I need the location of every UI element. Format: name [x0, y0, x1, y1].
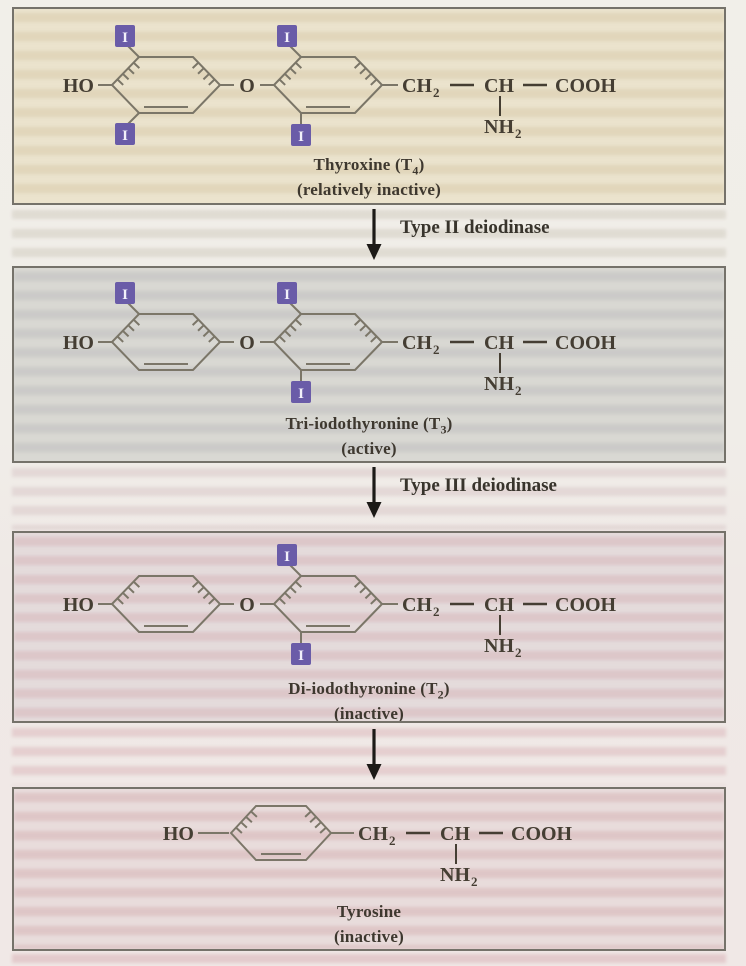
atom-label: 2: [433, 604, 440, 619]
deiodinase-label: Type II deiodinase: [400, 217, 550, 238]
activity-label: (inactive): [334, 704, 404, 723]
iodine-badge: [277, 282, 297, 304]
atom-label: CH: [484, 75, 514, 97]
atom-label: 2: [515, 383, 522, 398]
atom-label: I: [122, 128, 128, 144]
compound-name-subscript: 4: [412, 163, 419, 178]
panel-caption: Thyroxine (T4) (relatively inactive): [14, 155, 724, 199]
bleedthrough-texture: [12, 950, 726, 966]
atom-label: 2: [433, 342, 440, 357]
atom-label: O: [239, 594, 255, 616]
atom-label: HO: [63, 594, 94, 616]
atom-label: I: [122, 30, 128, 46]
benzene-ring: [110, 313, 222, 371]
atom-label: NH: [484, 373, 514, 395]
panel-caption: Di-iodothyronine (T2) (inactive): [14, 679, 724, 723]
atom-label: CH: [402, 332, 432, 354]
compound-name-close: ): [418, 155, 425, 174]
iodine-badge: [291, 643, 311, 665]
compound-name-close: ): [446, 414, 453, 433]
reaction-step-1: Type II deiodinase: [12, 206, 726, 264]
atom-label: I: [284, 549, 290, 565]
arrow-down-icon: [366, 467, 382, 518]
iodine-badge: [291, 381, 311, 403]
benzene-ring: [272, 56, 384, 114]
iodine-badge: [115, 25, 135, 47]
atom-label: O: [239, 75, 255, 97]
atom-label: CH: [358, 823, 388, 845]
arrow-down-icon: [366, 209, 382, 260]
benzene-ring: [229, 805, 333, 861]
atom-label: CH: [440, 823, 470, 845]
compound-name: Di-iodothyronine (T2): [14, 679, 724, 704]
atom-label: 2: [433, 85, 440, 100]
atom-label: 2: [515, 645, 522, 660]
compound-name: Tyrosine: [14, 902, 724, 927]
atom-label: NH: [440, 864, 470, 886]
reaction-step-3: [12, 726, 726, 784]
iodine-badge: [277, 25, 297, 47]
deiodinase-label: Type III deiodinase: [400, 475, 557, 496]
atom-label: COOH: [555, 332, 617, 354]
atom-label: I: [284, 30, 290, 46]
iodine-badge: [115, 123, 135, 145]
atom-label: NH: [484, 635, 514, 657]
benzene-ring: [110, 575, 222, 633]
atom-label: CH: [484, 332, 514, 354]
compound-name-close: ): [443, 679, 450, 698]
atom-label: HO: [63, 75, 94, 97]
iodine-badge: [115, 282, 135, 304]
compound-name-subscript: 2: [437, 687, 444, 702]
activity-label: (inactive): [334, 927, 404, 947]
atom-label: 2: [515, 126, 522, 141]
compound-name-subscript: 3: [440, 422, 447, 437]
atom-label: HO: [163, 823, 194, 845]
atom-label: 2: [389, 833, 396, 848]
compound-name-text: Tri-iodothyronine (T: [285, 414, 441, 433]
atom-label: I: [298, 386, 304, 402]
atom-label: CH: [402, 75, 432, 97]
atom-label: CH: [484, 594, 514, 616]
panel-caption: Tyrosine (inactive): [14, 902, 724, 946]
atom-label: I: [298, 648, 304, 664]
activity-label: (active): [341, 439, 397, 459]
atom-label: 2: [471, 874, 478, 889]
compound-name: Thyroxine (T4): [14, 155, 724, 180]
atom-label: COOH: [555, 75, 617, 97]
arrow-down-icon: [366, 729, 382, 780]
atom-label: NH: [484, 116, 514, 138]
iodine-badge: [277, 544, 297, 566]
compound-name-text: Thyroxine (T: [313, 155, 413, 174]
atom-label: CH: [402, 594, 432, 616]
activity-label: (relatively inactive): [296, 180, 442, 200]
iodine-badge: [291, 124, 311, 146]
atom-label: HO: [63, 332, 94, 354]
atom-label: COOH: [511, 823, 573, 845]
compound-name-text: Tyrosine: [336, 902, 402, 921]
atom-label: COOH: [555, 594, 617, 616]
atom-label: O: [239, 332, 255, 354]
reaction-step-2: Type III deiodinase: [12, 464, 726, 522]
benzene-ring: [272, 575, 384, 633]
atom-label: I: [122, 287, 128, 303]
compound-name-text: Di-iodothyronine (T: [288, 679, 438, 698]
benzene-ring: [272, 313, 384, 371]
panel-caption: Tri-iodothyronine (T3) (active): [14, 414, 724, 458]
benzene-ring: [110, 56, 222, 114]
atom-label: I: [298, 129, 304, 145]
atom-label: I: [284, 287, 290, 303]
compound-name: Tri-iodothyronine (T3): [14, 414, 724, 439]
